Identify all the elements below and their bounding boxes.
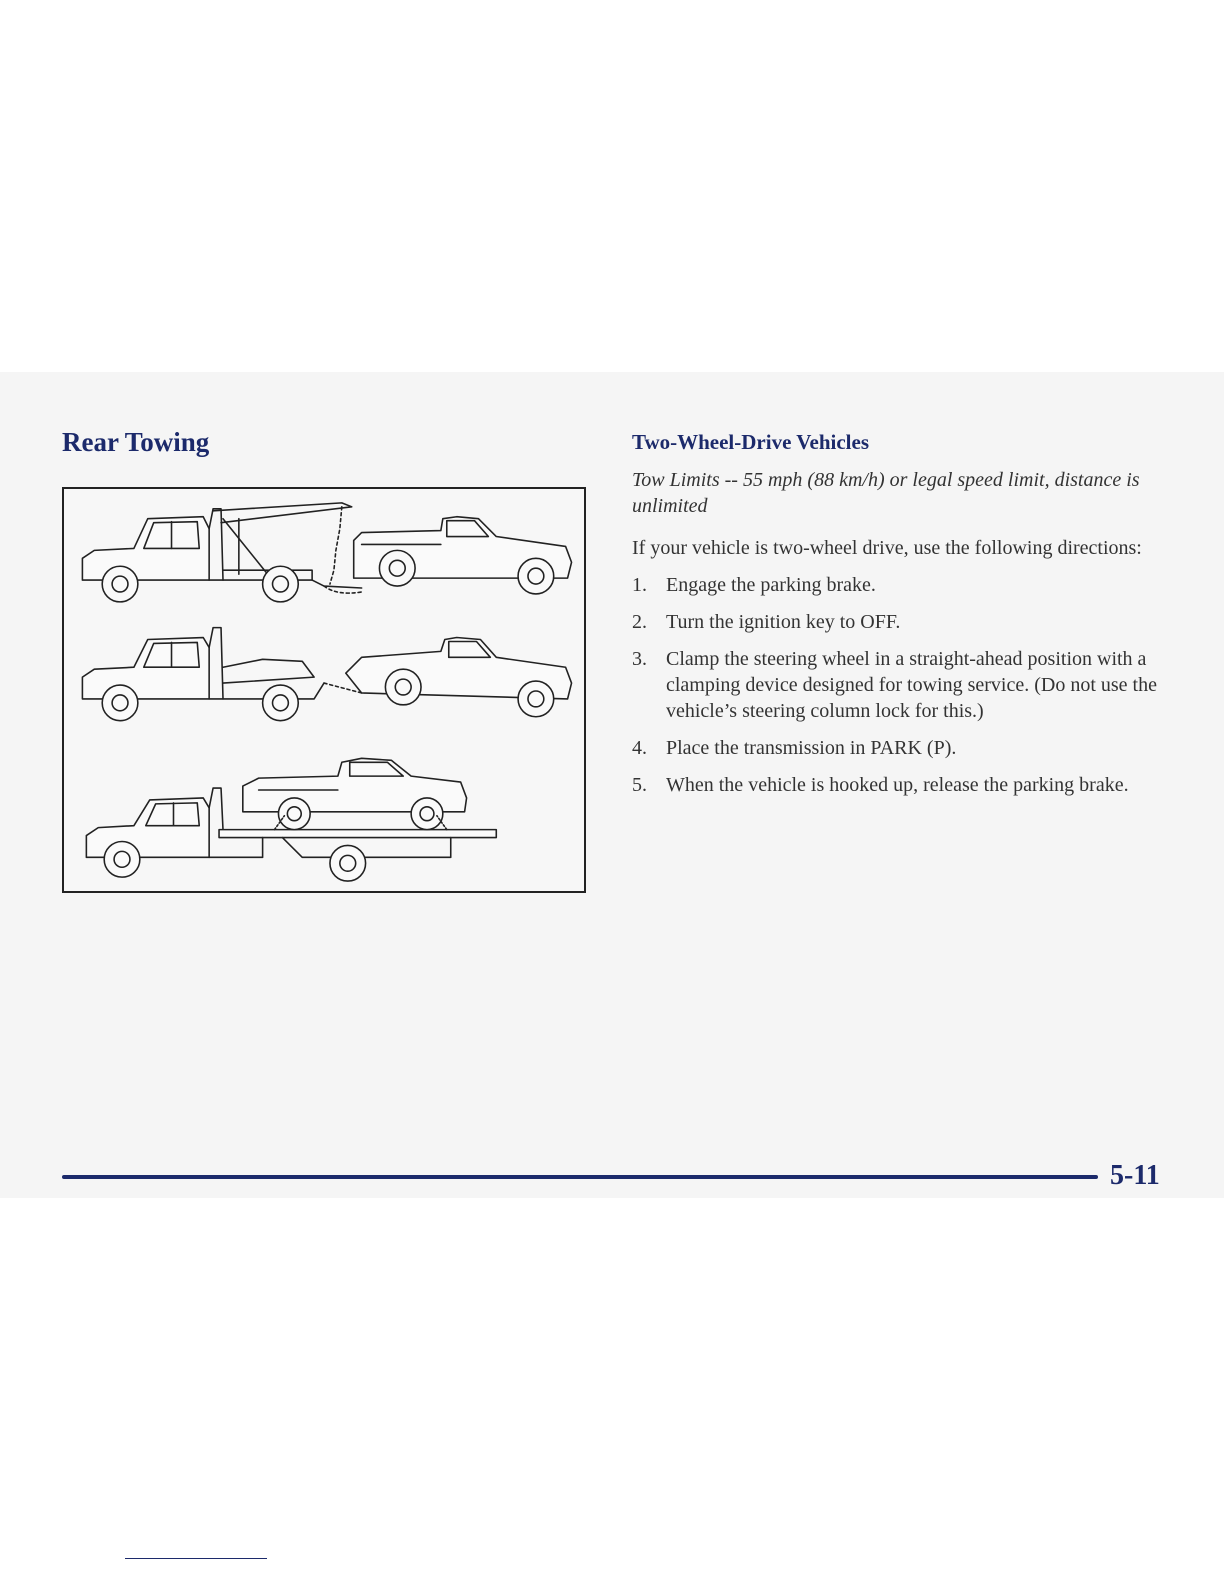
steps-list: 1. Engage the parking brake. 2. Turn the i…: [632, 572, 1172, 798]
towing-illustration: [62, 487, 586, 893]
scene-wheel-lift: [81, 626, 573, 722]
step-number: 3.: [632, 648, 647, 670]
list-item: 3. Clamp the steering wheel in a straight…: [632, 646, 1172, 724]
section-title: Rear Towing: [62, 427, 210, 457]
tow-limits: Tow Limits -- 55 mph (88 km/h) or legal …: [632, 469, 1140, 517]
step-text: Clamp the steering wheel in a straight-a…: [666, 648, 1157, 722]
step-number: 1.: [632, 574, 647, 596]
step-text: Engage the parking brake.: [666, 574, 876, 596]
step-text: Place the transmission in PARK (P).: [666, 737, 957, 759]
step-number: 2.: [632, 611, 647, 633]
footer-rule: [62, 1175, 1098, 1179]
list-item: 5. When the vehicle is hooked up, release…: [632, 772, 1172, 798]
step-number: 4.: [632, 737, 647, 759]
step-text: When the vehicle is hooked up, release t…: [666, 774, 1129, 796]
scene-flatbed: [85, 757, 498, 882]
page-number: 5-11: [1110, 1160, 1160, 1191]
subsection-title: Two-Wheel-Drive Vehicles: [632, 430, 869, 454]
intro-paragraph: If your vehicle is two-wheel drive, use …: [632, 537, 1142, 559]
instructions-column: Two-Wheel-Drive Vehicles Tow Limits -- 5…: [632, 430, 1172, 798]
step-text: Turn the ignition key to OFF.: [666, 611, 901, 633]
bottom-divider: [125, 1558, 267, 1559]
list-item: 4. Place the transmission in PARK (P).: [632, 735, 1172, 761]
list-item: 1. Engage the parking brake.: [632, 572, 1172, 598]
list-item: 2. Turn the ignition key to OFF.: [632, 609, 1172, 635]
step-number: 5.: [632, 774, 647, 796]
scene-wheel-lift-sling: [81, 502, 573, 603]
